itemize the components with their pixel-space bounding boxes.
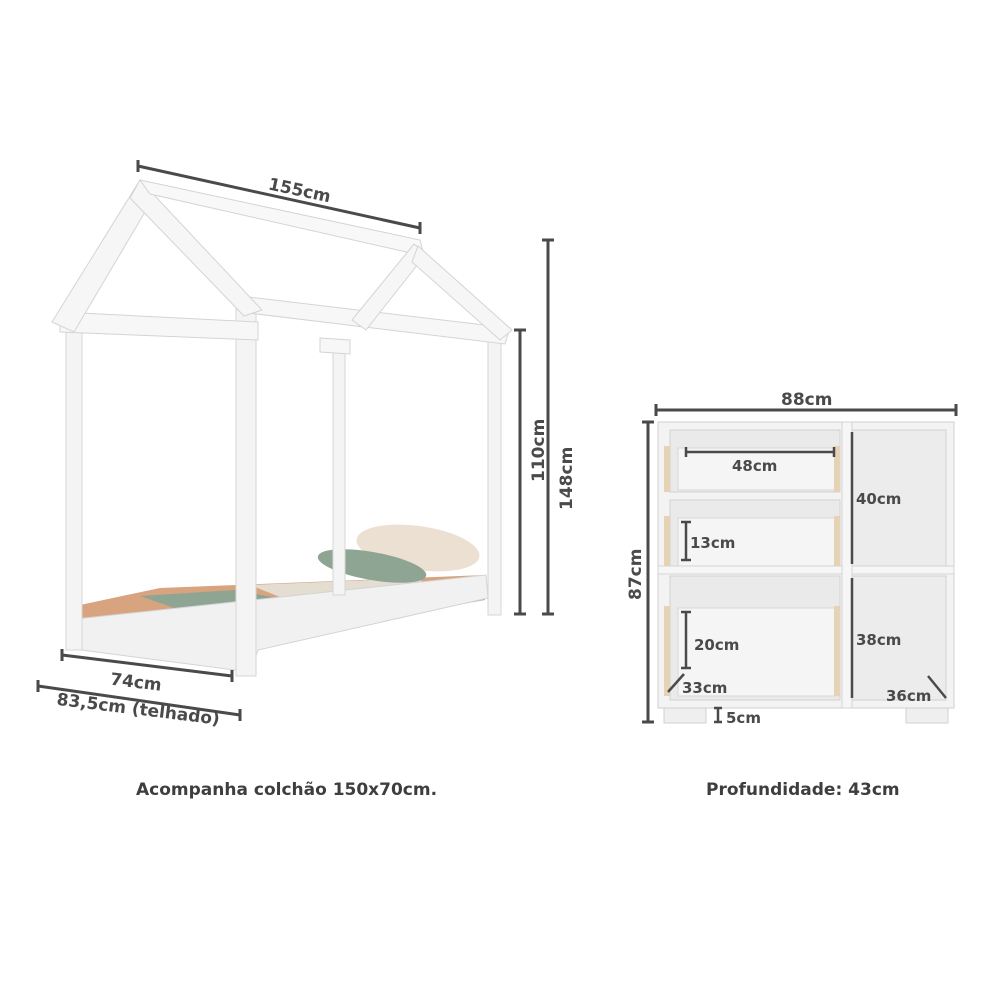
dim-line-155 <box>137 164 421 230</box>
bed-dimensions <box>36 160 554 721</box>
beam-front <box>59 311 259 341</box>
drawer-height-label: 13cm <box>690 534 735 552</box>
drawer-width-label: 48cm <box>732 457 777 475</box>
bed-wall-height-label: 110cm <box>529 419 549 482</box>
lower-niche-height-label: 38cm <box>856 631 901 649</box>
bed-caption: Acompanha colchão 150x70cm. <box>136 780 438 800</box>
house-bed-illustration <box>51 179 513 677</box>
post-front-right <box>235 307 257 677</box>
lower-depth-label: 33cm <box>682 679 727 697</box>
dim-line-74 <box>61 653 233 678</box>
dim-line-83-5 <box>37 684 241 717</box>
cabinet-illustration <box>657 421 955 724</box>
cabinet-width-label: 88cm <box>781 390 832 410</box>
post-front-left <box>65 329 83 651</box>
niche-depth-label: 36cm <box>886 687 931 705</box>
feet-height-label: 5cm <box>726 709 761 727</box>
niche-height-label: 40cm <box>856 490 901 508</box>
beam-back <box>319 337 351 355</box>
bed-roof-depth-label: 83,5cm (telhado) <box>56 690 221 730</box>
roof-front-right <box>129 179 263 317</box>
roof-back-right <box>411 245 513 341</box>
bed-height-label: 148cm <box>557 447 577 510</box>
dim-line-36 <box>927 675 947 699</box>
bed-depth-label: 74cm <box>109 670 163 696</box>
lower-height-label: 20cm <box>694 636 739 654</box>
cabinet-caption: Profundidade: 43cm <box>706 780 900 800</box>
post-back-left <box>332 344 346 596</box>
niche-upper <box>851 429 947 567</box>
cabinet-dimensions <box>642 404 958 724</box>
post-back-right <box>487 334 502 616</box>
cabinet-height-label: 87cm <box>626 549 646 600</box>
dim-line-33 <box>667 673 685 693</box>
